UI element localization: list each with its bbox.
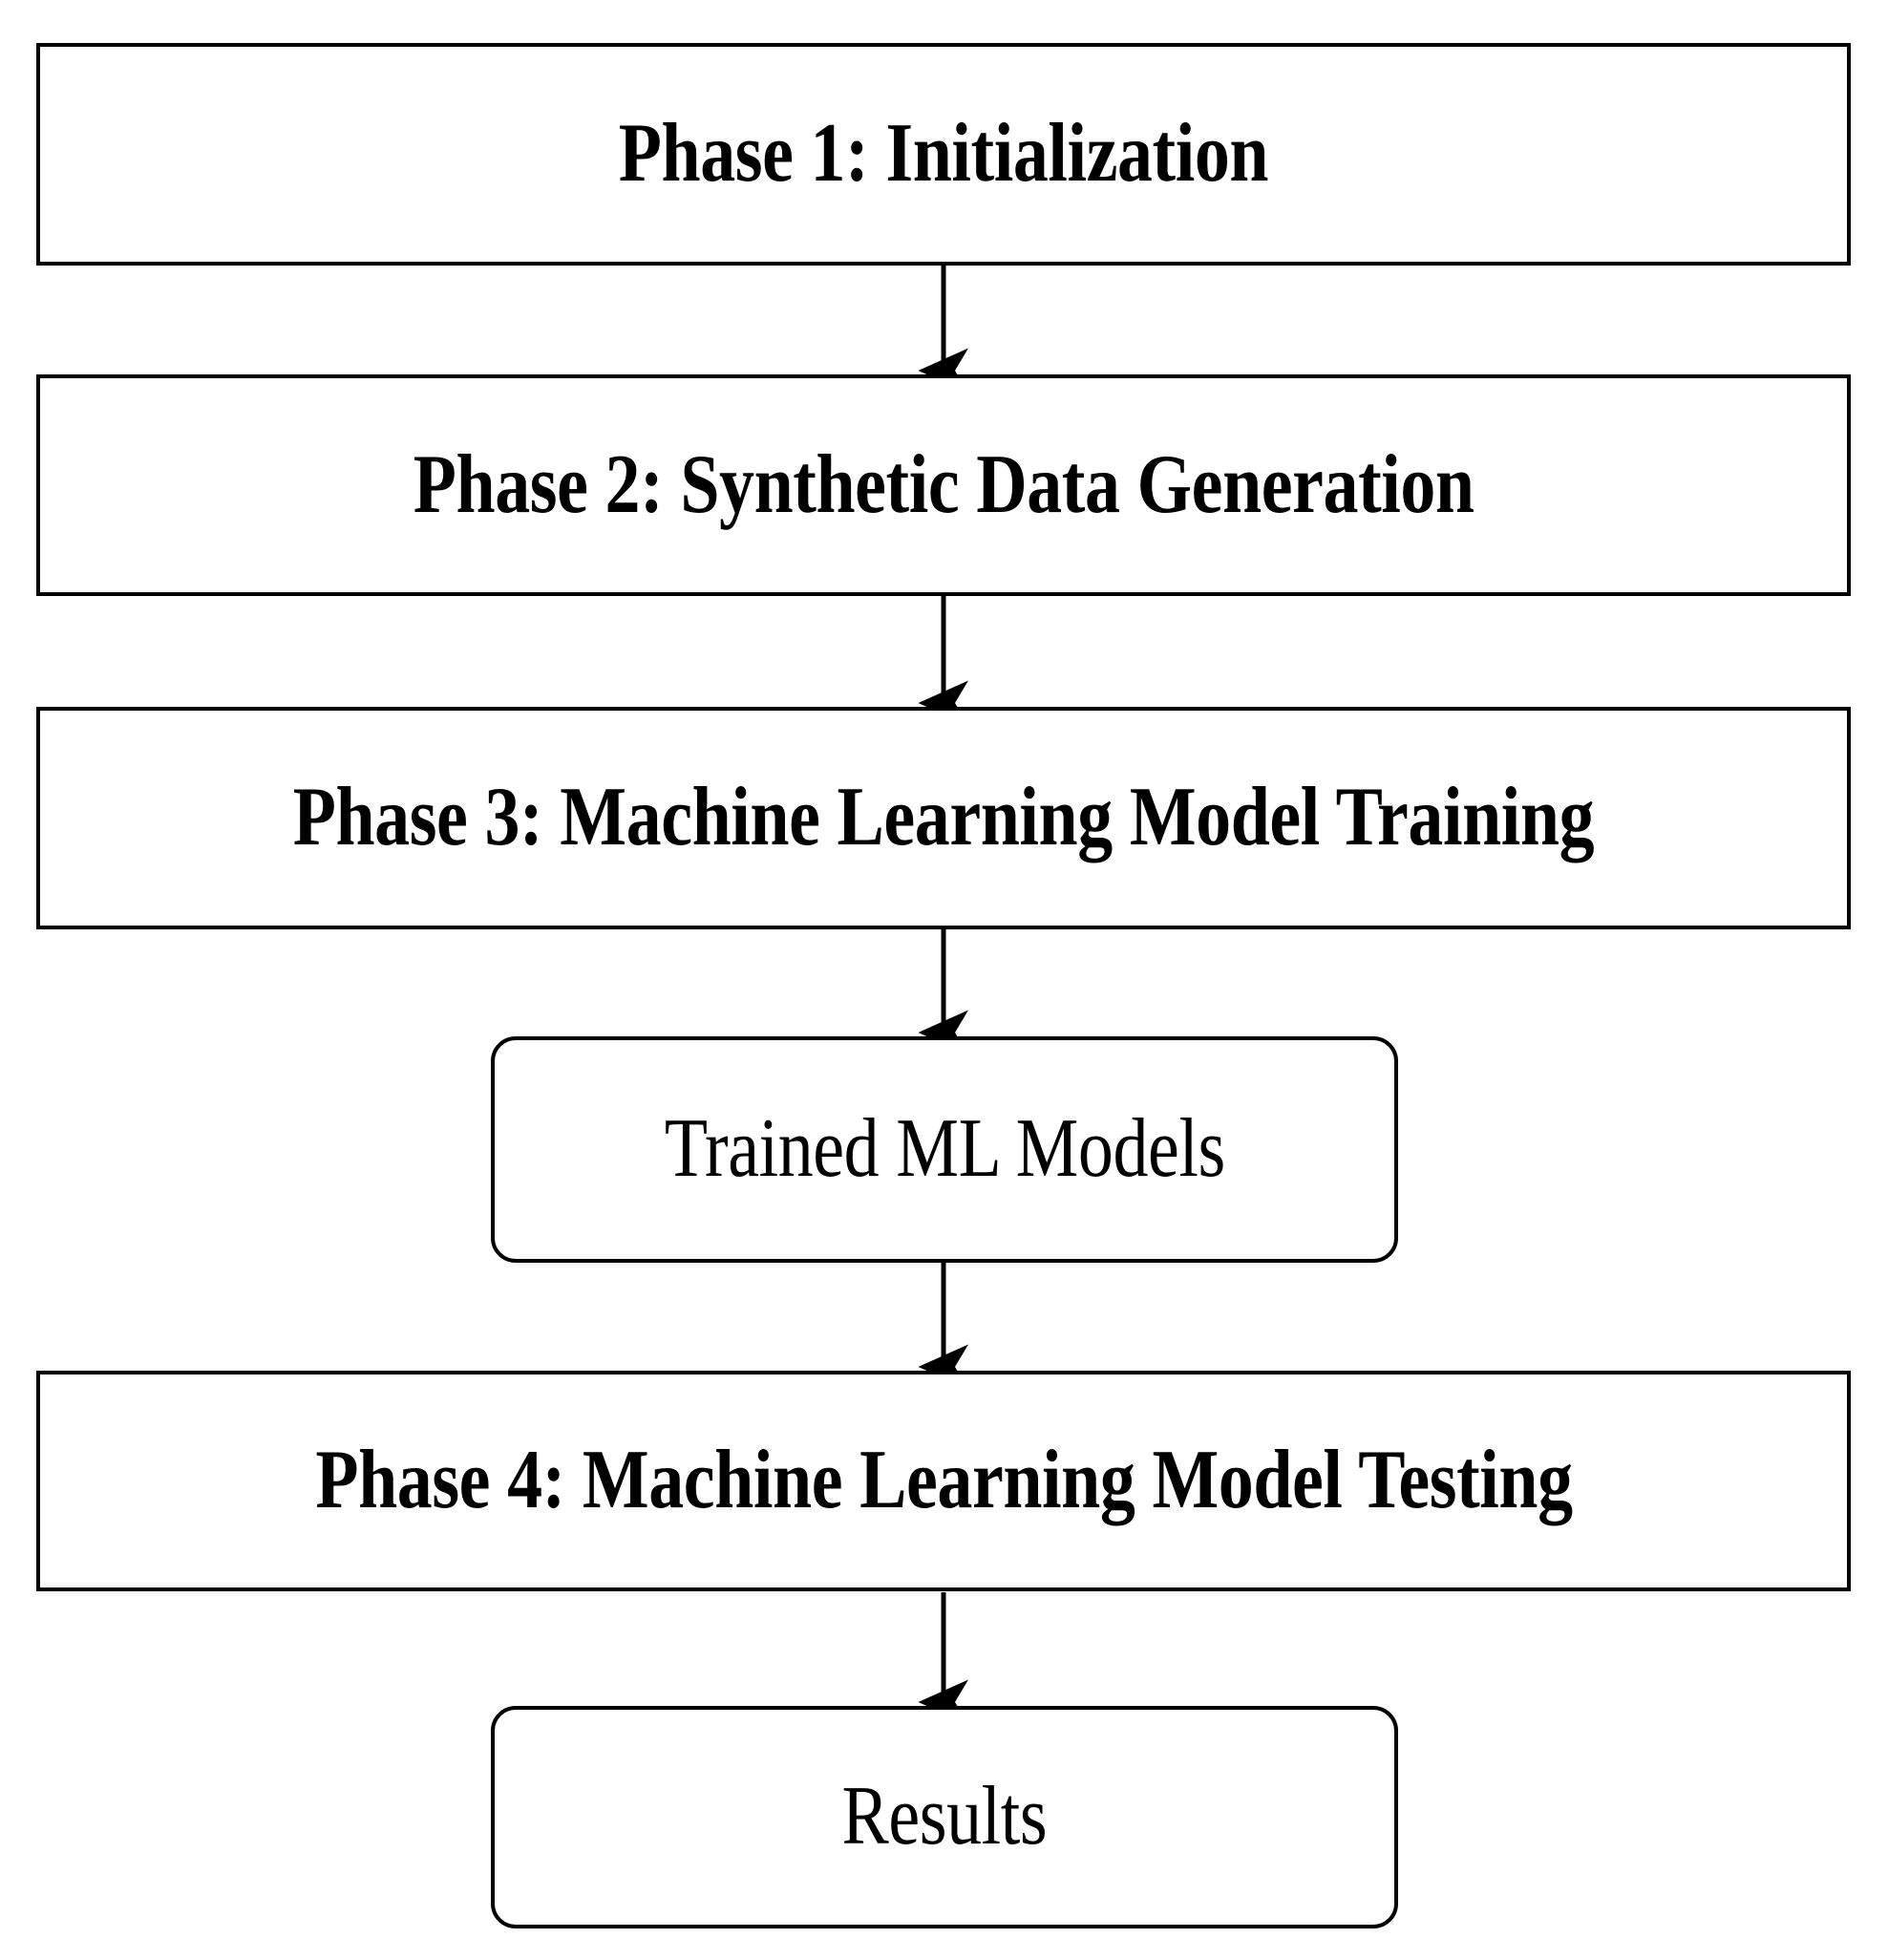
node-label: Phase 4: Machine Learning Model Testing — [314, 1434, 1573, 1527]
node-results[interactable]: Results — [491, 1706, 1398, 1928]
node-phase-2-synthetic-data-generation[interactable]: Phase 2: Synthetic Data Generation — [36, 374, 1851, 596]
node-label: Phase 1: Initialization — [618, 107, 1269, 201]
node-label: Results — [841, 1770, 1048, 1864]
node-label: Phase 3: Machine Learning Model Training — [292, 771, 1595, 864]
node-label: Phase 2: Synthetic Data Generation — [413, 437, 1474, 531]
node-label: Trained ML Models — [664, 1102, 1225, 1196]
node-phase-4-machine-learning-model-testing[interactable]: Phase 4: Machine Learning Model Testing — [36, 1371, 1851, 1591]
node-phase-1-initialization[interactable]: Phase 1: Initialization — [36, 43, 1851, 266]
node-trained-ml-models[interactable]: Trained ML Models — [491, 1036, 1398, 1263]
node-phase-3-machine-learning-model-training[interactable]: Phase 3: Machine Learning Model Training — [36, 707, 1851, 929]
